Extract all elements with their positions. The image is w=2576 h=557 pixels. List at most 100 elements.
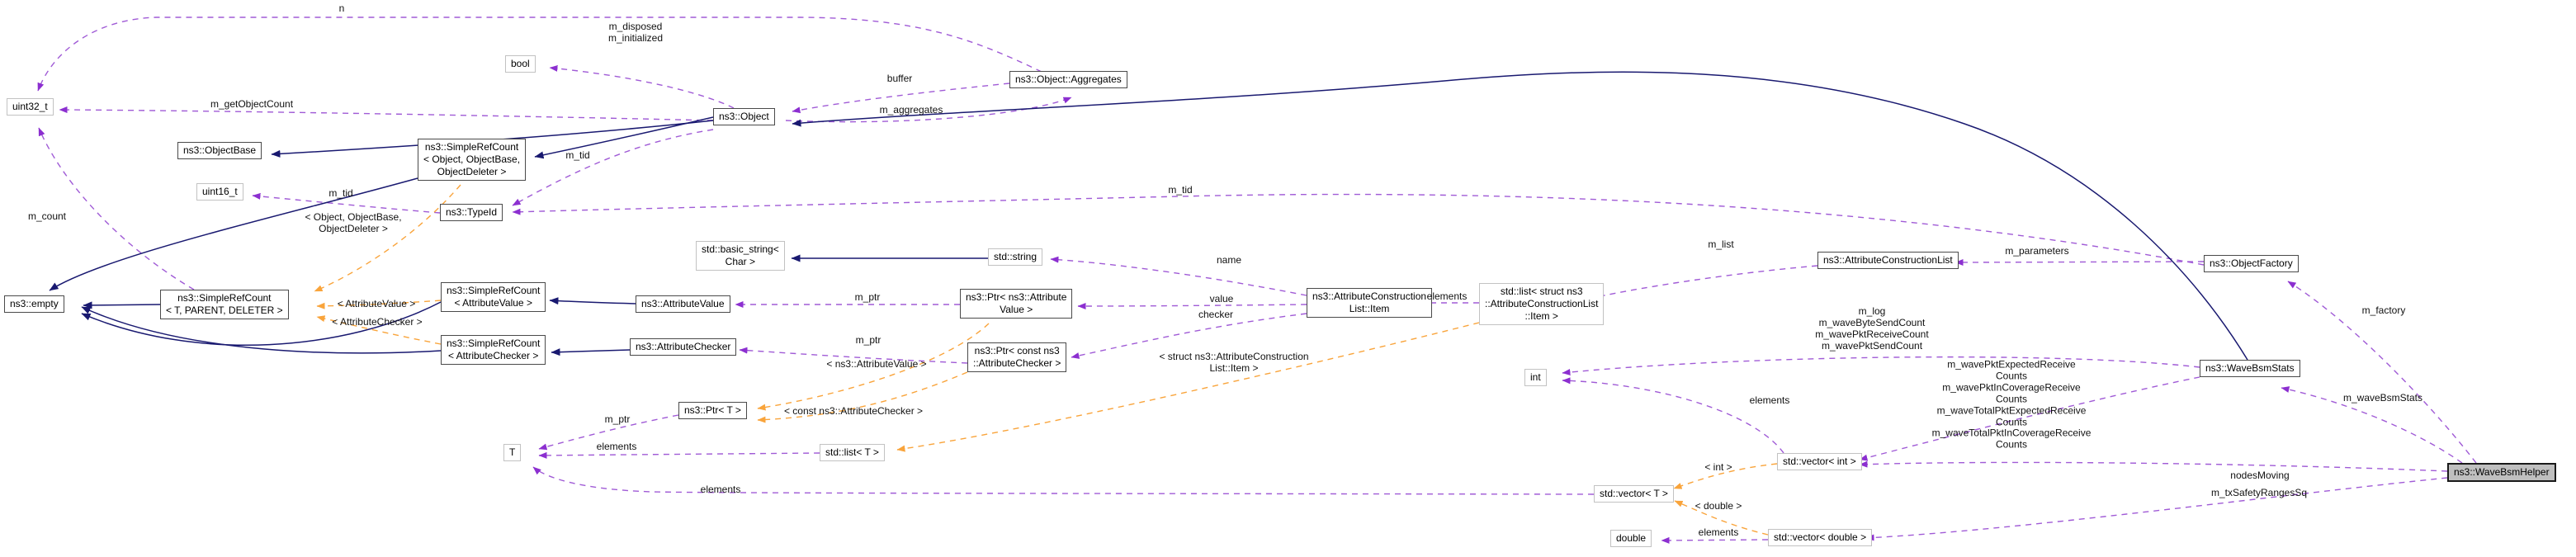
edge-template-vecint xyxy=(1673,463,1778,489)
node-ptr-t[interactable]: ns3::Ptr< T > xyxy=(678,402,747,419)
edge-label-line: m_getObjectCount xyxy=(210,98,294,111)
node-attributeconstructionlist[interactable]: ns3::AttributeConstructionList xyxy=(1817,252,1959,269)
node-label: double xyxy=(1616,532,1647,544)
edge-template-vecdouble xyxy=(1674,500,1769,536)
edge-template-srcav xyxy=(316,300,442,309)
edge-m_tid-object xyxy=(512,129,714,206)
edge-label-tpl-attributevalue: < AttributeValue > xyxy=(337,298,416,310)
node-label: ns3::AttributeConstructionList xyxy=(1823,254,1953,266)
node-simplerefcount-attributechecker[interactable]: ns3::SimpleRefCount< AttributeChecker > xyxy=(441,335,546,365)
node-label: ns3::AttributeValue xyxy=(641,298,725,309)
node-label: ::AttributeConstructionList xyxy=(1485,298,1599,309)
edge-label-line: elements xyxy=(1426,290,1468,303)
node-vector-int: std::vector< int > xyxy=(1777,453,1862,470)
node-label: std::vector< int > xyxy=(1783,456,1856,467)
edge-label-line: m_ptr xyxy=(854,291,881,304)
edge-label-line: elements xyxy=(700,484,741,496)
node-label: Value > xyxy=(1000,304,1033,315)
node-label: std::list< struct ns3 xyxy=(1500,286,1583,297)
node-label: ObjectDeleter > xyxy=(437,166,507,177)
node-attributevalue[interactable]: ns3::AttributeValue xyxy=(636,295,730,313)
edge-inherit-srcobject-empty xyxy=(49,177,418,291)
edge-label-name: name xyxy=(1217,254,1241,267)
edge-label-line: m_wavePktReceiveCount xyxy=(1815,328,1929,340)
edge-name xyxy=(1050,256,1307,296)
edge-label-m_ptr-ac: m_ptr xyxy=(855,334,882,347)
node-label: ns3::Ptr< const ns3 xyxy=(974,345,1060,356)
node-object-aggregates[interactable]: ns3::Object::Aggregates xyxy=(1009,71,1127,88)
edge-nodesMoving xyxy=(1859,460,2448,472)
node-label: < Object, ObjectBase, xyxy=(423,153,521,165)
edge-label-tpl-attributechecker: < AttributeChecker > xyxy=(332,316,422,328)
edge-label-line: m_ptr xyxy=(855,334,882,347)
edge-label-m_ptr-t: m_ptr xyxy=(604,413,631,426)
node-label: std::basic_string< xyxy=(702,243,779,255)
node-label: ns3::TypeId xyxy=(446,206,498,218)
edge-label-elements-vecint: elements xyxy=(1749,394,1790,407)
node-object[interactable]: ns3::Object xyxy=(713,108,775,125)
edge-inherit-object-simplerefcount xyxy=(534,116,714,159)
edge-label-m_getObjectCount: m_getObjectCount xyxy=(210,98,294,111)
edge-label-line: m_initialized xyxy=(607,32,664,44)
edge-label-line: < double > xyxy=(1694,500,1742,512)
edge-label-line: m_list xyxy=(1708,238,1734,251)
edge-elements-vecint xyxy=(1562,377,1784,454)
node-label: uint16_t xyxy=(202,186,238,197)
edge-label-line: List::Item > xyxy=(1209,362,1259,374)
edge-label-n: n xyxy=(339,2,345,15)
edge-n xyxy=(37,17,1042,92)
edge-label-elements-vecdbl: elements xyxy=(1699,526,1739,539)
edge-label-elements-vecT: elements xyxy=(701,484,741,496)
edge-label-elements-item: elements xyxy=(1426,290,1468,303)
edge-m_factory xyxy=(2287,281,2477,464)
edge-m_log-group xyxy=(1562,356,2200,376)
edge-template-srcobject xyxy=(314,184,461,292)
edge-buffer xyxy=(792,83,1010,114)
node-label: < T, PARENT, DELETER > xyxy=(166,304,283,316)
edge-label-line: m_waveTotalPktExpectedReceive xyxy=(1936,404,2087,416)
node-label: ns3::Ptr< T > xyxy=(684,404,741,416)
edge-label-line: elements xyxy=(1749,394,1790,407)
node-typeid[interactable]: ns3::TypeId xyxy=(440,204,503,221)
node-objectfactory[interactable]: ns3::ObjectFactory xyxy=(2204,255,2299,272)
edge-label-m_ptr-av: m_ptr xyxy=(854,291,881,304)
node-wavebsmstats[interactable]: ns3::WaveBsmStats xyxy=(2200,360,2300,377)
edge-label-line: nodesMoving xyxy=(2230,470,2290,482)
edge-label-tpl-constchecker: < const ns3::AttributeChecker > xyxy=(784,405,923,418)
node-attributechecker[interactable]: ns3::AttributeChecker xyxy=(630,338,737,356)
node-label: ns3::ObjectBase xyxy=(183,144,257,156)
edge-label-line: m_ptr xyxy=(604,413,631,426)
edge-m_count xyxy=(38,127,195,290)
edge-label-tpl-object: < Object, ObjectBase,ObjectDeleter > xyxy=(305,211,401,235)
node-simplerefcount-object[interactable]: ns3::SimpleRefCount< Object, ObjectBase,… xyxy=(418,139,527,181)
node-empty[interactable]: ns3::empty xyxy=(4,295,64,313)
node-uint16_t: uint16_t xyxy=(196,183,243,201)
edge-label-buffer: buffer xyxy=(887,73,912,85)
edge-label-line: m_wavePktExpectedReceive xyxy=(1947,358,2076,371)
node-label: ::Item > xyxy=(1524,310,1558,322)
edge-m_tid-typeid xyxy=(252,192,441,214)
node-ptr-attributechecker[interactable]: ns3::Ptr< const ns3::AttributeChecker > xyxy=(967,342,1067,372)
edge-label-line: buffer xyxy=(886,73,913,85)
edge-label-line: m_wavePktInCoverageReceive xyxy=(1942,381,2081,394)
node-wavebsmhelper[interactable]: ns3::WaveBsmHelper xyxy=(2447,463,2556,482)
edge-label-line: elements xyxy=(596,441,637,453)
node-simplerefcount-tpd[interactable]: ns3::SimpleRefCount< T, PARENT, DELETER … xyxy=(160,290,289,319)
edge-label-line: m_aggregates xyxy=(879,104,943,116)
node-objectbase[interactable]: ns3::ObjectBase xyxy=(177,142,262,159)
node-label: bool xyxy=(511,58,530,69)
edge-label-tpl-ns3attributevalue: < ns3::AttributeValue > xyxy=(826,358,927,371)
edge-m_waveCounts-group xyxy=(1859,376,2200,461)
edge-label-line: < AttributeValue > xyxy=(337,298,416,310)
edge-label-m_waveBsmStats: m_waveBsmStats xyxy=(2343,392,2422,404)
node-simplerefcount-attributevalue[interactable]: ns3::SimpleRefCount< AttributeValue > xyxy=(441,282,546,312)
edge-label-line: m_txSafetyRangesSq xyxy=(2210,487,2308,499)
node-int: int xyxy=(1524,369,1547,386)
edge-label-line: Counts xyxy=(1995,415,2028,427)
node-label: ns3::SimpleRefCount xyxy=(447,285,541,296)
edge-label-line: < ns3::AttributeValue > xyxy=(826,358,927,371)
